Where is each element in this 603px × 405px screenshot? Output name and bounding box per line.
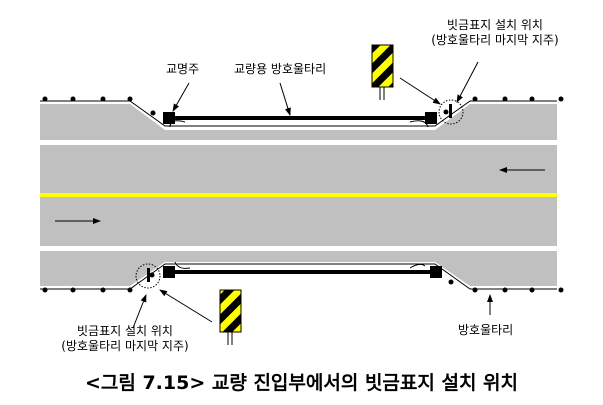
center-line bbox=[40, 193, 557, 197]
bottom-bridge-rail bbox=[170, 270, 430, 274]
label-text: 빗금표지 설치 위치 bbox=[77, 324, 173, 338]
bottom-guardrail bbox=[40, 263, 557, 290]
chevron-sign-bottom bbox=[219, 289, 242, 345]
label-subtext: (방호울타리 마지막 지주) bbox=[61, 339, 189, 353]
label-text: 빗금표지 설치 위치 bbox=[447, 18, 543, 32]
label-bridge-guardrail: 교량용 방호울타리 bbox=[234, 62, 327, 76]
top-bridge-post-right bbox=[425, 112, 437, 124]
label-guardrail: 방호울타리 bbox=[458, 323, 514, 337]
label-bridge-name-post: 교명주 bbox=[166, 62, 200, 76]
label-bottom-sign-location: 빗금표지 설치 위치 (방호울타리 마지막 지주) bbox=[45, 324, 205, 354]
top-bridge-post-left bbox=[163, 112, 175, 124]
label-subtext: (방호울타리 마지막 지주) bbox=[431, 33, 559, 47]
figure-caption: <그림 7.15> 교량 진입부에서의 빗금표지 설치 위치 bbox=[84, 372, 519, 394]
top-shoulder bbox=[40, 104, 557, 140]
label-top-sign-location: 빗금표지 설치 위치 (방호울타리 마지막 지주) bbox=[415, 18, 575, 48]
top-bridge-rail bbox=[170, 116, 430, 120]
bottom-shoulder bbox=[40, 251, 557, 286]
leader-arrows bbox=[132, 61, 493, 329]
bottom-bridge-post-right bbox=[430, 266, 442, 278]
bottom-bridge-post-left bbox=[163, 266, 175, 278]
chevron-sign-top bbox=[371, 44, 394, 100]
top-guardrail bbox=[40, 100, 557, 127]
guardrail-posts bbox=[42, 96, 564, 293]
